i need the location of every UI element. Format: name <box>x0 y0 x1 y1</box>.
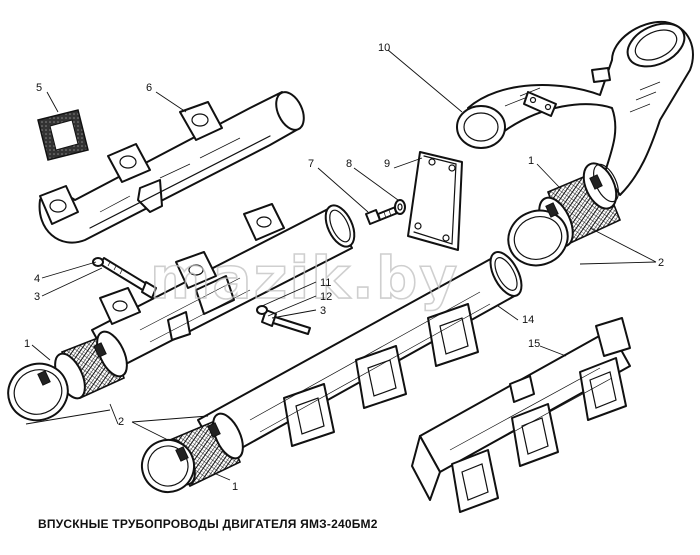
callout-10: 10 <box>378 42 390 54</box>
leader-lines <box>25 49 657 481</box>
callout-1-lower: 1 <box>232 481 238 493</box>
callout-labels: 5 6 10 7 8 9 1 2 4 3 11 12 3 14 15 1 2 1 <box>24 42 664 493</box>
callout-15: 15 <box>528 338 540 350</box>
callout-12: 12 <box>320 291 332 303</box>
callout-3-left: 3 <box>34 291 40 303</box>
washer-8 <box>394 199 406 215</box>
manifold-6 <box>38 91 305 244</box>
callout-5: 5 <box>36 82 42 94</box>
callout-14: 14 <box>522 314 534 326</box>
diagram-caption: ВПУСКНЫЕ ТРУБОПРОВОДЫ ДВИГАТЕЛЯ ЯМЗ-240Б… <box>38 517 378 531</box>
callout-2-right: 2 <box>658 257 664 269</box>
washer-3-left <box>92 257 104 267</box>
callout-6: 6 <box>146 82 152 94</box>
callout-11: 11 <box>320 277 331 289</box>
bolt-12 <box>261 309 311 335</box>
callout-9: 9 <box>384 158 390 170</box>
hose-upper-right <box>507 162 622 267</box>
callout-8: 8 <box>346 158 352 170</box>
bracket-9 <box>407 151 463 251</box>
callout-4: 4 <box>34 273 40 285</box>
callout-3-mid: 3 <box>320 305 326 317</box>
gasket-5 <box>37 109 89 161</box>
hose-lower <box>141 412 244 493</box>
pipe-10 <box>456 20 694 196</box>
hose-left <box>7 330 128 422</box>
callout-2-left: 2 <box>118 416 124 428</box>
callout-7: 7 <box>308 158 314 170</box>
watermark: mazik.by <box>150 244 459 312</box>
manifold-middle <box>91 203 356 371</box>
callout-1-upper: 1 <box>528 155 534 167</box>
manifold-15 <box>411 317 631 513</box>
manifold-14 <box>197 251 523 461</box>
callout-1-left: 1 <box>24 338 30 350</box>
